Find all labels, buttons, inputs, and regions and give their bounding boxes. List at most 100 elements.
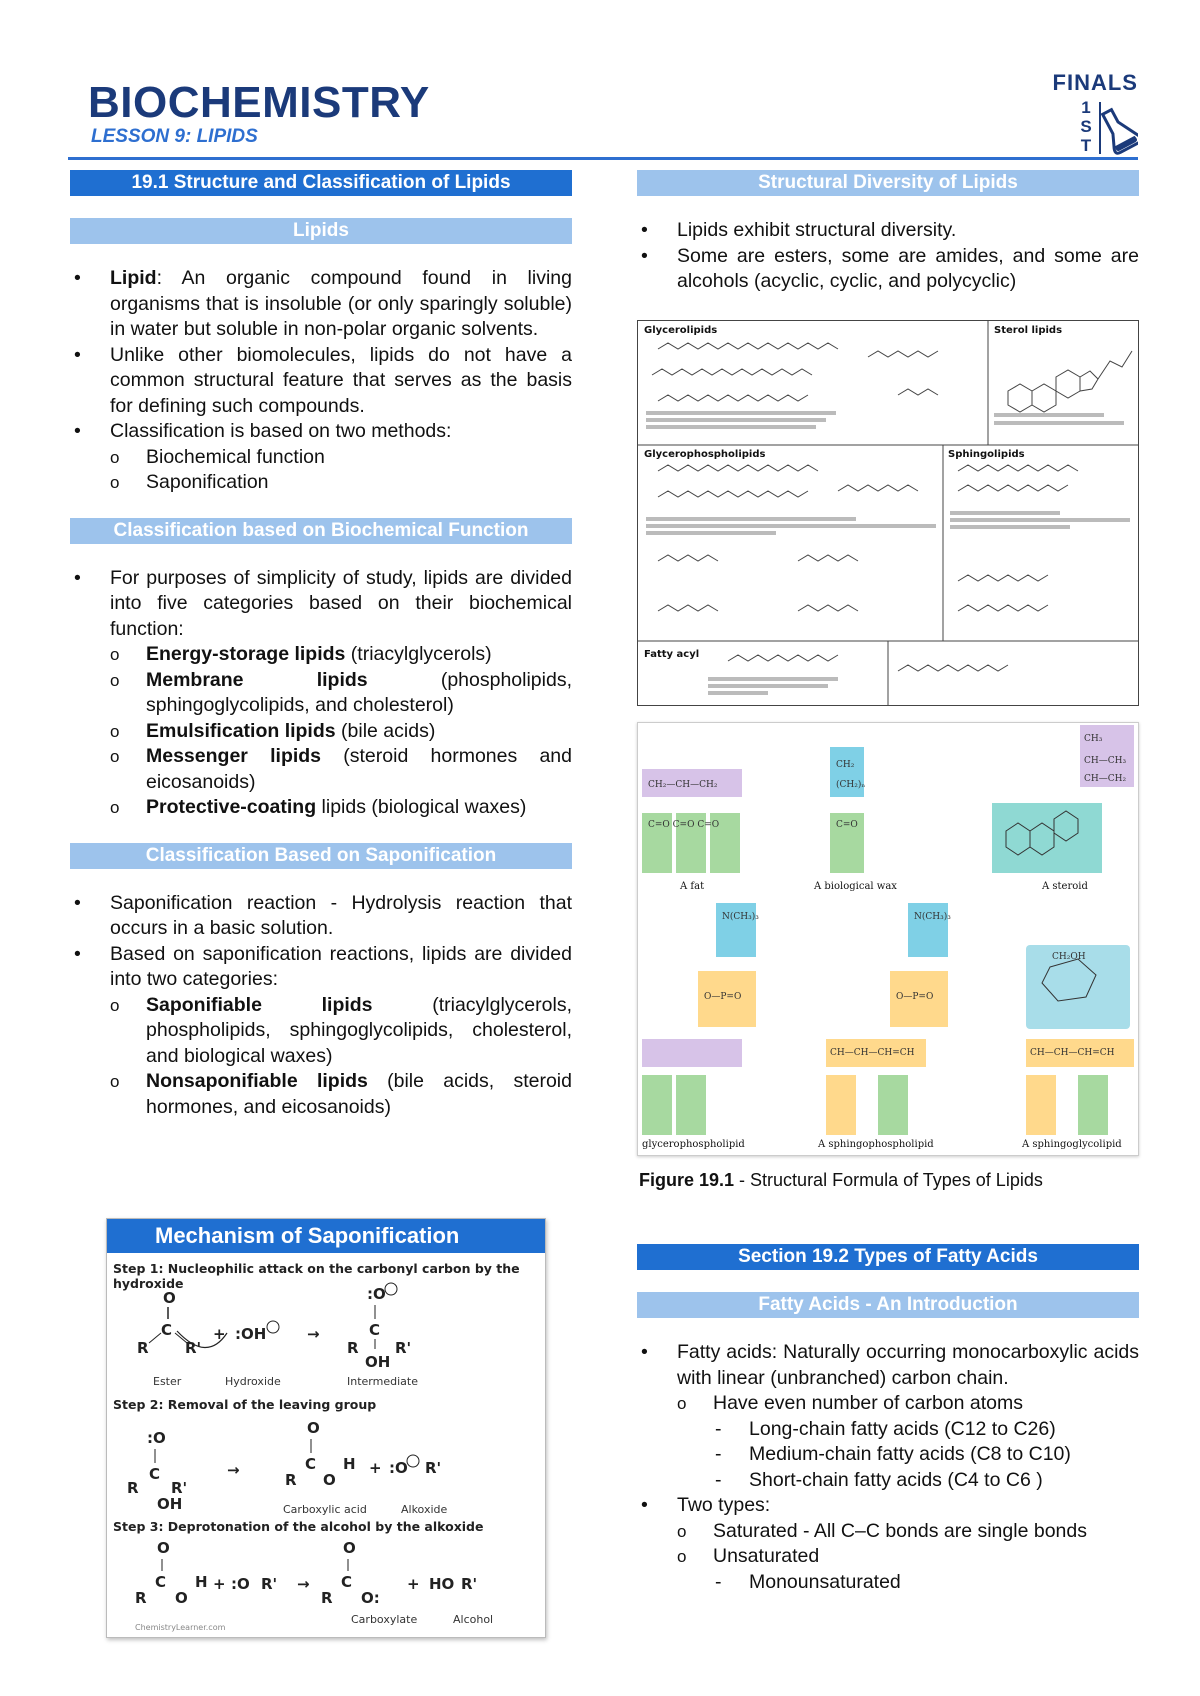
svg-text:C: C: [341, 1573, 352, 1591]
label-biological-wax: A biological wax: [814, 881, 897, 892]
svg-text:O: O: [175, 1589, 188, 1607]
right-column: Structural Diversity of Lipids Lipids ex…: [637, 170, 1139, 1595]
mechanism-step-3: Step 3: Deprotonation of the alcohol by …: [113, 1519, 484, 1534]
mechanism-title: Mechanism of Saponification: [107, 1219, 545, 1253]
svg-text:O: O: [307, 1419, 320, 1437]
fatty-acids-bar: Fatty Acids - An Introduction: [637, 1292, 1139, 1318]
list-subitem: Saponifiable lipids (triacylglycerols, p…: [70, 993, 572, 1070]
label-carboxylic-acid: Carboxylic acid: [283, 1503, 367, 1516]
svg-text:C: C: [305, 1455, 316, 1473]
list-subitem: Emulsification lipids (bile acids): [70, 719, 572, 745]
figure-caption: Figure 19.1 - Structural Formula of Type…: [639, 1170, 1043, 1190]
svg-text:O—P=O: O—P=O: [896, 992, 933, 1002]
lipids-bar: Lipids: [70, 218, 572, 244]
list-item: Based on saponification reactions, lipid…: [70, 942, 572, 993]
list-item: Two types:: [637, 1493, 1139, 1519]
svg-text:C: C: [161, 1321, 172, 1339]
svg-text:→: →: [307, 1325, 320, 1343]
svg-text:→: →: [227, 1461, 240, 1479]
list-item: Lipids exhibit structural diversity.: [637, 218, 1139, 244]
label-hydroxide: Hydroxide: [225, 1375, 281, 1388]
structural-diversity-bar: Structural Diversity of Lipids: [637, 170, 1139, 196]
svg-text:O: O: [163, 1289, 176, 1307]
list-subitem: Have even number of carbon atoms: [637, 1391, 1139, 1417]
svg-text:C: C: [369, 1321, 380, 1339]
svg-text:R: R: [347, 1339, 359, 1357]
svg-text::O: :O: [389, 1459, 408, 1477]
list-subsubitem: Monounsaturated: [637, 1570, 1139, 1596]
svg-text:R': R': [461, 1575, 477, 1593]
panel-label-glycerolipids: Glycerolipids: [644, 325, 718, 336]
label-intermediate: Intermediate: [347, 1375, 418, 1388]
svg-text:OH: OH: [365, 1353, 390, 1371]
left-column: 19.1 Structure and Classification of Lip…: [70, 170, 572, 1638]
list-item: For purposes of simplicity of study, lip…: [70, 566, 572, 643]
page-title: BIOCHEMISTRY: [88, 78, 430, 127]
svg-text:O: O: [323, 1471, 336, 1489]
image-credit: ChemistryLearner.com: [135, 1623, 226, 1632]
svg-text:R': R': [261, 1575, 277, 1593]
lipids-list: Lipid: An organic compound found in livi…: [70, 266, 572, 496]
list-subitem: Messenger lipids (steroid hormones and e…: [70, 744, 572, 795]
biochem-list: For purposes of simplicity of study, lip…: [70, 566, 572, 821]
svg-text:OH: OH: [157, 1495, 182, 1513]
svg-text:+: +: [407, 1575, 420, 1593]
label-glycerophospholipid: glycerophospholipid: [642, 1139, 745, 1150]
label-alkoxide: Alkoxide: [401, 1503, 448, 1516]
svg-text:→: →: [297, 1575, 310, 1593]
label-ester: Ester: [153, 1375, 182, 1388]
structural-formula-diagram: CH₂—CH—CH₂ C=O C=O C=O CH₂(CH₂)ₙ C=O CH₃…: [642, 725, 1134, 1135]
svg-text:R': R': [425, 1459, 441, 1477]
svg-text::O: :O: [231, 1575, 250, 1593]
svg-text:+: +: [213, 1575, 226, 1593]
panel-label-sterol: Sterol lipids: [994, 325, 1063, 336]
list-subitem: Unsaturated: [637, 1544, 1139, 1570]
svg-text:R: R: [321, 1589, 333, 1607]
svg-text:R: R: [285, 1471, 297, 1489]
mechanism-step-1: Step 1: Nucleophilic attack on the carbo…: [113, 1261, 520, 1291]
svg-text:CH—CH₃: CH—CH₃: [1084, 756, 1126, 766]
list-subitem: Biochemical function: [70, 445, 572, 471]
svg-text:CH₂: CH₂: [836, 760, 855, 770]
list-item: Lipid: An organic compound found in livi…: [70, 266, 572, 343]
list-subsubitem: Medium-chain fatty acids (C8 to C10): [637, 1442, 1139, 1468]
svg-text:(CH₂)ₙ: (CH₂)ₙ: [836, 779, 865, 790]
svg-text:CH—CH—CH=CH: CH—CH—CH=CH: [1030, 1048, 1115, 1058]
list-subsubitem: Long-chain fatty acids (C12 to C26): [637, 1417, 1139, 1443]
svg-text:R': R': [395, 1339, 411, 1357]
diversity-list: Lipids exhibit structural diversity. Som…: [637, 218, 1139, 295]
svg-text:O: O: [343, 1539, 356, 1557]
list-subitem: Protective-coating lipids (biological wa…: [70, 795, 572, 821]
list-subitem: Saturated - All C–C bonds are single bon…: [637, 1519, 1139, 1545]
svg-text:CH—CH₂: CH—CH₂: [1084, 774, 1126, 784]
svg-text:H: H: [195, 1573, 208, 1591]
list-item: Fatty acids: Naturally occurring monocar…: [637, 1340, 1139, 1391]
svg-text:O: O: [157, 1539, 170, 1557]
panel-label-fatty-acyl: Fatty acyl: [644, 649, 700, 660]
list-subsubitem: Short-chain fatty acids (C4 to C6 ): [637, 1468, 1139, 1494]
panel-label-glycerophospholipids: Glycerophospholipids: [644, 449, 766, 460]
fatty-acids-list: Fatty acids: Naturally occurring monocar…: [637, 1340, 1139, 1595]
list-item: Unlike other biomolecules, lipids do not…: [70, 343, 572, 420]
list-item: Classification is based on two methods:: [70, 419, 572, 445]
svg-text:R: R: [137, 1339, 149, 1357]
svg-text::O: :O: [367, 1285, 386, 1303]
list-subitem: Nonsaponifiable lipids (bile acids, ster…: [70, 1069, 572, 1120]
flask-icon: [1099, 102, 1138, 155]
label-carboxylate: Carboxylate: [351, 1613, 418, 1626]
list-subitem: Membrane lipids (phospholipids, sphingog…: [70, 668, 572, 719]
svg-text:O—P=O: O—P=O: [704, 992, 741, 1002]
svg-text:R': R': [171, 1479, 187, 1497]
svg-text:C=O C=O C=O: C=O C=O C=O: [648, 820, 719, 830]
svg-text:O:: O:: [361, 1589, 380, 1607]
svg-text:C: C: [155, 1573, 166, 1591]
svg-text:R: R: [127, 1479, 139, 1497]
finals-logo-word: FINALS: [1052, 70, 1138, 95]
section-heading-19-2: Section 19.2 Types of Fatty Acids: [637, 1244, 1139, 1270]
saponification-list: Saponification reaction - Hydrolysis rea…: [70, 891, 572, 1121]
svg-text:R: R: [135, 1589, 147, 1607]
svg-text:HO: HO: [429, 1575, 454, 1593]
header-rule: [68, 157, 1138, 160]
